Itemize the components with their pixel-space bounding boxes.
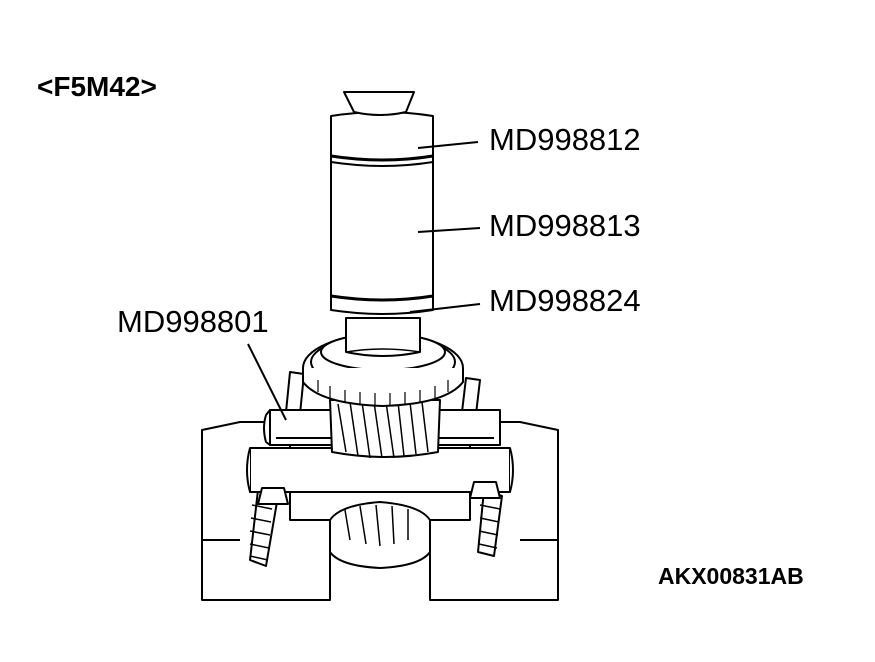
- leader-md998812: [417, 141, 479, 149]
- part-label-md998824: MD998824: [489, 283, 641, 318]
- lower-gear: [329, 501, 431, 569]
- part-label-md998812: MD998812: [489, 122, 641, 157]
- part-label-md998801: MD998801: [117, 304, 269, 339]
- gear-teeth: [329, 399, 441, 459]
- model-label: <F5M42>: [37, 71, 157, 102]
- leader-md998801: [247, 343, 287, 421]
- figure-code: AKX00831AB: [658, 563, 804, 589]
- part-label-md998813: MD998813: [489, 208, 641, 243]
- leader-md998813: [417, 227, 481, 233]
- leader-lines: [247, 141, 481, 421]
- installer-tool-stack: [330, 91, 434, 357]
- leader-md998824: [409, 303, 481, 313]
